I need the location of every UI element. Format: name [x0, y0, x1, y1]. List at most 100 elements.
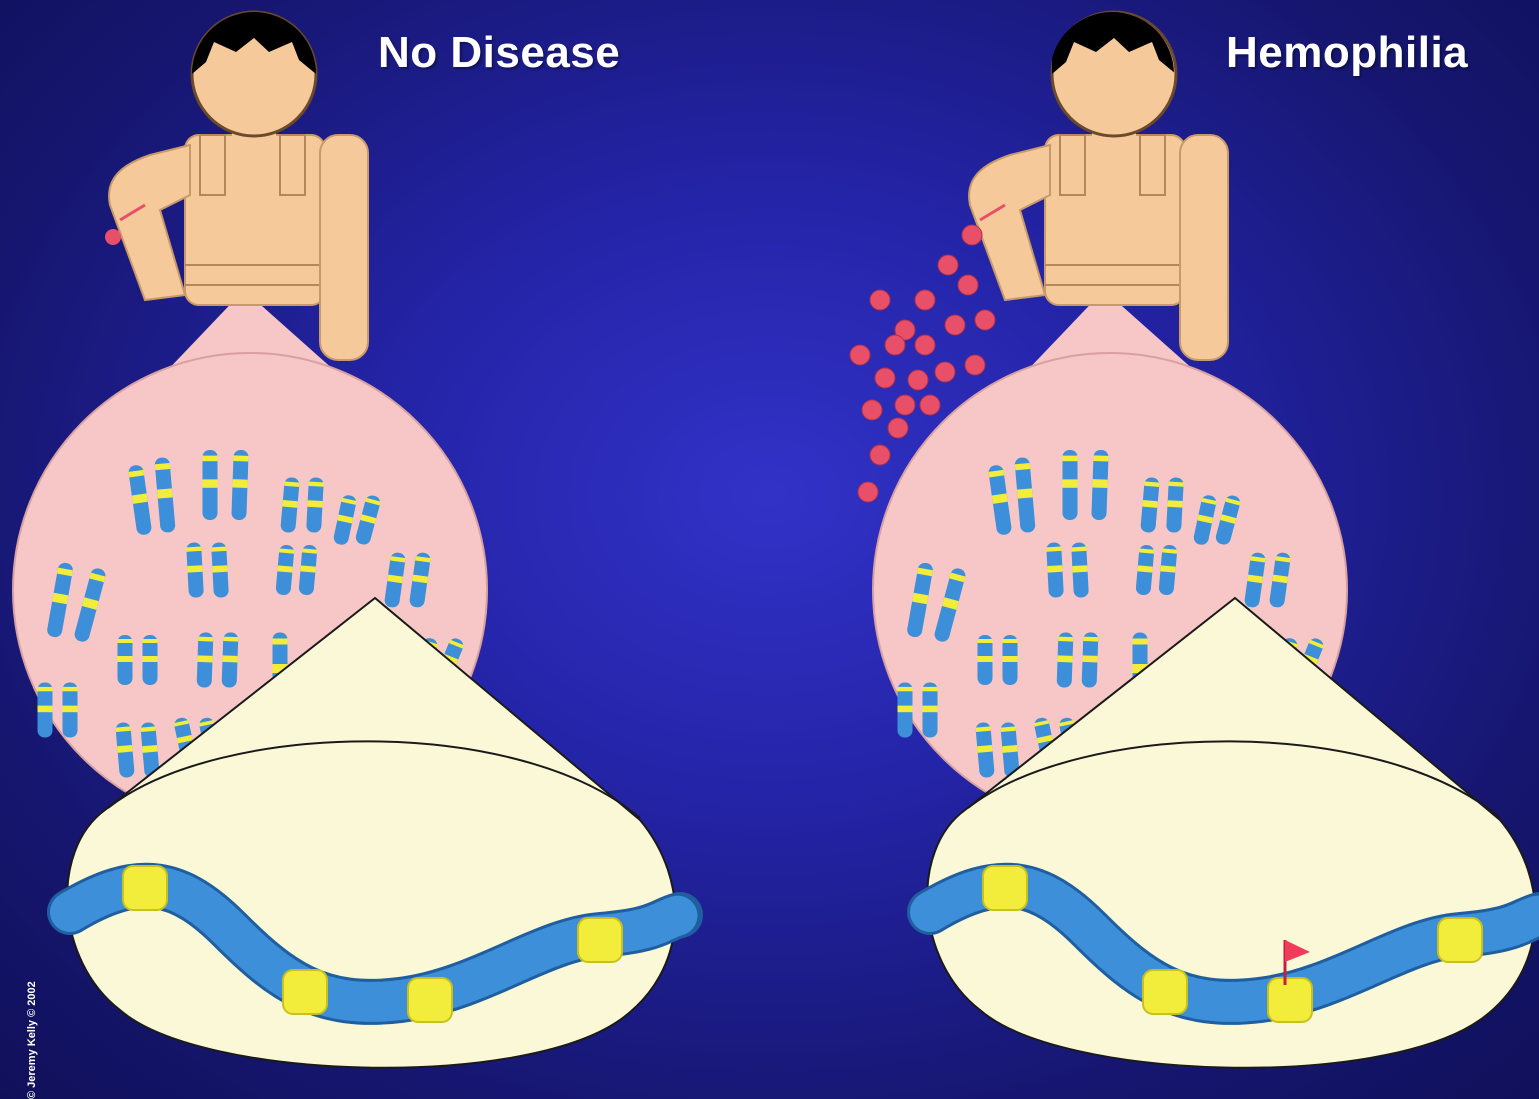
blood-drop	[888, 418, 908, 438]
blood-drop	[870, 445, 890, 465]
blood-drop	[875, 368, 895, 388]
chromosome-band	[1046, 547, 1061, 552]
chromosome-band	[63, 687, 78, 691]
chromosome	[118, 635, 133, 685]
gene-band	[1268, 978, 1312, 1022]
blood-drop	[938, 255, 958, 275]
chromosome	[923, 683, 938, 738]
chromosome-band	[186, 547, 201, 552]
blood-drop	[958, 275, 978, 295]
chromosome	[231, 450, 248, 520]
chromosome-band	[273, 639, 288, 645]
chromosome-band	[1057, 655, 1072, 662]
chromosome	[197, 632, 214, 687]
chromosome	[222, 632, 239, 687]
chromosome-band	[223, 637, 238, 642]
chromosome-band	[1082, 655, 1097, 662]
chromosome	[1071, 542, 1089, 598]
chromosome-band	[1058, 637, 1073, 642]
chromosome-band	[1133, 639, 1148, 645]
chromosome-band	[1072, 565, 1087, 572]
gene-band	[983, 866, 1027, 910]
chromosome-band	[211, 547, 226, 552]
blood-drop	[935, 362, 955, 382]
blood-drop	[920, 395, 940, 415]
panel-title-no-disease: No Disease	[378, 28, 620, 78]
blood-drop	[915, 335, 935, 355]
panel-no-disease	[13, 10, 680, 1068]
chromosome-band	[203, 479, 218, 487]
chromosome-band	[1002, 745, 1018, 753]
chromosome-band	[1003, 656, 1018, 662]
chromosome-band	[307, 500, 322, 507]
arm-left	[109, 145, 190, 300]
chromosome-band	[1071, 547, 1086, 552]
blood-drop	[862, 400, 882, 420]
gene-band	[123, 866, 167, 910]
chromosome-band	[898, 687, 913, 691]
arm-right	[320, 135, 368, 360]
chromosome	[186, 542, 204, 598]
chromosome-band	[118, 656, 133, 662]
chromosome	[143, 635, 158, 685]
gene-band	[578, 918, 622, 962]
chromosome-band	[923, 706, 938, 713]
arm-right	[1180, 135, 1228, 360]
chromosome-band	[142, 745, 158, 753]
chromosome-band	[198, 637, 213, 642]
chromosome-band	[1047, 565, 1062, 572]
gene-band	[1143, 970, 1187, 1014]
chromosome-band	[923, 687, 938, 691]
gene-band	[408, 978, 452, 1022]
chromosome-band	[282, 500, 298, 508]
chromosome-band	[978, 656, 993, 662]
gene-band	[1438, 918, 1482, 962]
arm-left	[969, 145, 1050, 300]
chromosome-band	[977, 745, 993, 753]
chromosome	[978, 635, 993, 685]
chromosome-band	[1017, 488, 1033, 498]
chromosome	[1057, 632, 1074, 687]
chromosome-band	[1083, 637, 1098, 642]
blood-drop	[895, 395, 915, 415]
chromosome-band	[1063, 456, 1078, 462]
chromosome	[898, 683, 913, 738]
chromosome-band	[1167, 500, 1182, 507]
chromosome-band	[118, 639, 133, 643]
chromosome-band	[212, 565, 227, 572]
blood-drop	[858, 482, 878, 502]
panel-title-hemophilia: Hemophilia	[1226, 28, 1468, 78]
chromosome-band	[1063, 479, 1078, 487]
chromosome	[1046, 542, 1064, 598]
copyright-credit: © Jeremy Kelly © 2002	[26, 981, 38, 1099]
chromosome-band	[1003, 639, 1018, 643]
chromosome-band	[898, 706, 913, 713]
chromosome-band	[222, 655, 237, 662]
chromosome-band	[203, 456, 218, 462]
blood-drop	[850, 345, 870, 365]
blood-drop	[908, 370, 928, 390]
chromosome	[211, 542, 229, 598]
chromosome-band	[1142, 500, 1158, 508]
blood-drop	[975, 310, 995, 330]
chromosome	[63, 683, 78, 738]
chromosome	[1091, 450, 1108, 520]
chromosome-band	[143, 656, 158, 662]
chromosome	[1003, 635, 1018, 685]
blood-drop	[962, 225, 982, 245]
blood-drop	[885, 335, 905, 355]
chromosome-band	[233, 455, 248, 461]
chromosome-band	[308, 482, 323, 487]
chromosome-band	[232, 479, 247, 488]
chromosome	[306, 477, 324, 533]
chromosome-band	[143, 639, 158, 643]
chromosome-band	[117, 745, 133, 753]
chromosome-band	[38, 687, 53, 691]
chromosome-band	[197, 655, 212, 662]
chromosome-band	[1093, 455, 1108, 461]
chromosome-band	[978, 639, 993, 643]
chromosome-band	[157, 488, 173, 498]
blood-drop	[915, 290, 935, 310]
blood-drop	[870, 290, 890, 310]
